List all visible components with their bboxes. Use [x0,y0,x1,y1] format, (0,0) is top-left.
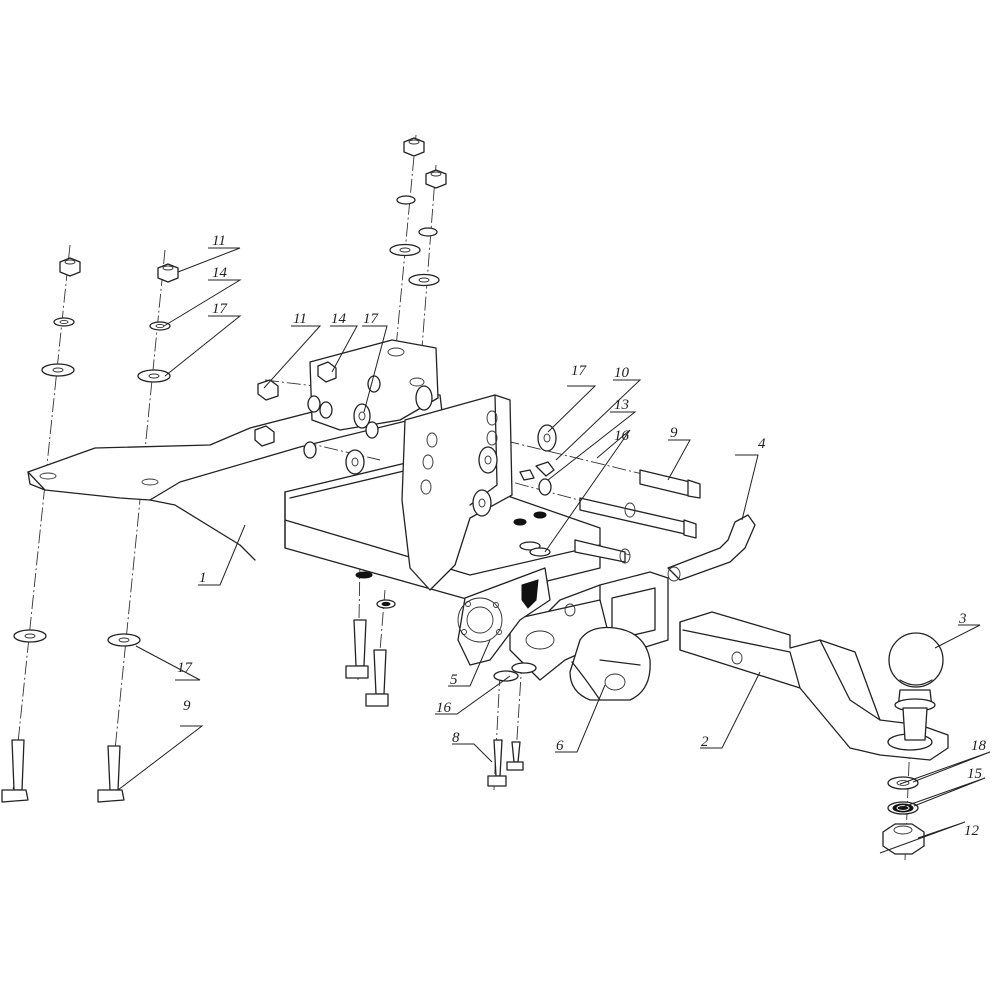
fastener-stack-left [1,257,81,803]
callout-17-bottom: 17 [177,660,194,676]
callout-14-top: 14 [212,265,228,281]
callout-17-mid: 17 [363,311,380,327]
callout-16-bottom: 16 [436,700,452,716]
fastener-nuts-mid [254,361,433,475]
fastener-bottom-bolts [345,571,537,787]
part-5-socket-bracket [457,567,551,666]
callout-9-bottom: 9 [183,698,191,714]
callout-18: 18 [971,738,987,754]
callout-3: 3 [958,611,967,627]
fastener-stack-second [97,263,179,803]
callout-12: 12 [964,823,980,839]
callout-2: 2 [701,734,709,750]
part-1-mounting-frame [27,339,669,681]
callout-17-right: 17 [571,363,588,379]
callout-14-mid: 14 [331,311,347,327]
part-4-wiring-harness [667,514,756,582]
callout-11-top: 11 [212,233,226,249]
callout-4: 4 [758,436,766,452]
callout-9-right: 9 [670,425,678,441]
part-6-ball-cover [569,626,651,701]
callout-1: 1 [199,570,207,586]
callout-6: 6 [556,738,564,754]
callout-16-right: 16 [614,428,630,444]
fastener-stack-top [389,137,447,287]
fastener-right-bolts [472,424,701,564]
callout-15: 15 [967,766,983,782]
callout-17-top: 17 [212,301,229,317]
part-3-tow-ball [888,632,944,741]
callout-13: 13 [614,397,629,413]
callout-5: 5 [450,672,458,688]
fastener-ball-hardware [882,776,925,855]
callout-11-mid: 11 [293,311,307,327]
callout-8: 8 [452,730,460,746]
callout-labels: 1 2 3 4 5 6 8 9 9 10 11 11 12 13 14 14 1… [177,233,987,839]
callout-10: 10 [614,365,630,381]
leader-lines [117,247,991,854]
